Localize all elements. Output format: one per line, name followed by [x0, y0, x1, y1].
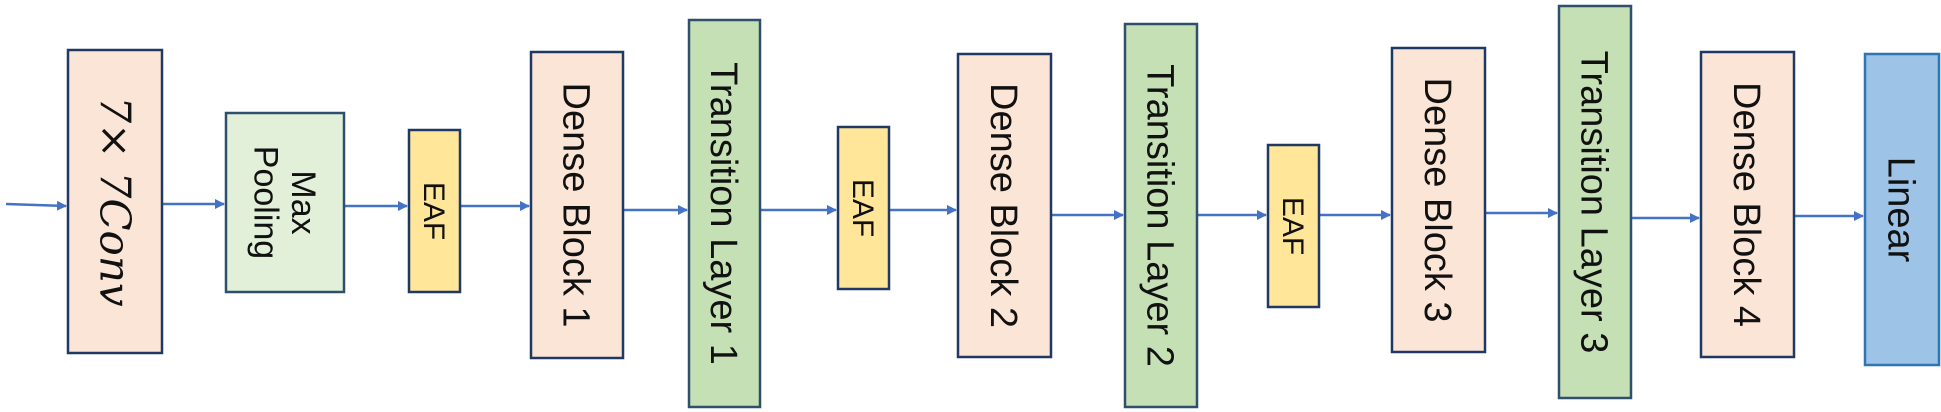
- block-linear-label: Linear: [1880, 157, 1922, 263]
- block-conv-box: [66, 48, 164, 355]
- block-trans2-label: Transition Layer 2: [1139, 64, 1181, 367]
- block-conv-label-line: 7× 7Conv: [90, 96, 139, 306]
- block-trans2: Transition Layer 2: [1123, 22, 1199, 409]
- block-trans2-box: [1123, 22, 1199, 409]
- block-linear-label-line: Linear: [1880, 157, 1922, 263]
- block-dense2-label-line: Dense Block 2: [982, 83, 1024, 328]
- block-trans2-label-line: Transition Layer 2: [1139, 64, 1181, 367]
- block-maxpool-label-line: Pooling: [246, 146, 284, 259]
- block-eaf3-label: EAF: [1276, 197, 1309, 255]
- block-dense4-box: [1699, 50, 1796, 359]
- block-trans3-label: Transition Layer 3: [1573, 51, 1615, 354]
- block-eaf2-box: [836, 125, 891, 291]
- block-trans3-label-line: Transition Layer 3: [1573, 51, 1615, 354]
- block-maxpool: MaxPooling: [224, 111, 346, 294]
- block-maxpool-label-line: Max: [284, 170, 322, 234]
- block-linear: Linear: [1863, 52, 1941, 367]
- block-dense1: Dense Block 1: [529, 50, 625, 360]
- block-dense1-label-line: Dense Block 1: [555, 82, 597, 327]
- block-dense2-label: Dense Block 2: [982, 83, 1024, 328]
- block-dense3: Dense Block 3: [1390, 46, 1487, 354]
- block-dense3-label-line: Dense Block 3: [1416, 77, 1458, 322]
- block-dense4: Dense Block 4: [1699, 50, 1796, 359]
- block-eaf2-label-line: EAF: [846, 179, 879, 237]
- block-maxpool-box: [224, 111, 346, 294]
- block-trans3: Transition Layer 3: [1557, 4, 1633, 400]
- block-dense2-box: [956, 52, 1053, 359]
- block-eaf1-label: EAF: [417, 182, 450, 240]
- block-trans1-box: [687, 18, 762, 409]
- arrow-input-to-conv: [5, 200, 67, 211]
- block-dense1-label: Dense Block 1: [555, 82, 597, 327]
- block-eaf2: EAF: [836, 125, 891, 291]
- block-eaf1-box: [407, 128, 462, 294]
- block-eaf1-label-line: EAF: [417, 182, 450, 240]
- block-eaf2-label: EAF: [846, 179, 879, 237]
- block-conv-label: 7× 7Conv: [90, 96, 139, 306]
- block-dense4-label: Dense Block 4: [1725, 82, 1767, 327]
- block-dense1-box: [529, 50, 625, 360]
- block-dense3-label: Dense Block 3: [1416, 77, 1458, 322]
- block-trans1-label: Transition Layer 1: [702, 62, 744, 365]
- block-trans1-label-line: Transition Layer 1: [702, 62, 744, 365]
- block-dense4-label-line: Dense Block 4: [1725, 82, 1767, 327]
- block-eaf1: EAF: [407, 128, 462, 294]
- block-dense3-box: [1390, 46, 1487, 354]
- block-maxpool-label: MaxPooling: [246, 146, 321, 259]
- block-eaf3-box: [1266, 143, 1321, 309]
- block-conv: 7× 7Conv: [66, 48, 164, 355]
- block-eaf3-label-line: EAF: [1276, 197, 1309, 255]
- block-dense2: Dense Block 2: [956, 52, 1053, 359]
- block-trans3-box: [1557, 4, 1633, 400]
- block-trans1: Transition Layer 1: [687, 18, 762, 409]
- block-eaf3: EAF: [1266, 143, 1321, 309]
- block-linear-box: [1863, 52, 1941, 367]
